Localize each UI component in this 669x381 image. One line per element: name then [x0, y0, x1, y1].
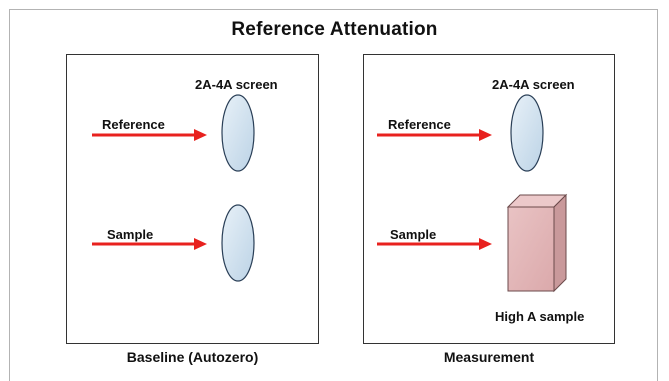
figure-frame [9, 9, 658, 381]
high-a-sample-icon [506, 193, 568, 293]
baseline-sample-arrow [92, 238, 207, 250]
measurement-reference-screen-icon [510, 94, 544, 172]
measurement-screen-label: 2A-4A screen [492, 77, 575, 92]
baseline-reference-arrow [92, 129, 207, 141]
diagram-title: Reference Attenuation [231, 19, 438, 40]
high-a-sample-label: High A sample [495, 309, 585, 324]
measurement-panel [363, 54, 615, 344]
baseline-panel [66, 54, 319, 344]
measurement-reference-label: Reference [388, 117, 451, 132]
baseline-reference-screen-icon [221, 94, 255, 172]
measurement-caption: Measurement [443, 349, 535, 365]
baseline-sample-label: Sample [107, 227, 154, 242]
baseline-sample-screen-icon [221, 204, 255, 282]
baseline-caption: Baseline (Autozero) [126, 349, 259, 365]
baseline-screen-label: 2A-4A screen [195, 77, 278, 92]
baseline-reference-label: Reference [102, 117, 165, 132]
measurement-sample-arrow [377, 238, 492, 250]
measurement-reference-arrow [377, 129, 492, 141]
measurement-sample-label: Sample [390, 227, 437, 242]
